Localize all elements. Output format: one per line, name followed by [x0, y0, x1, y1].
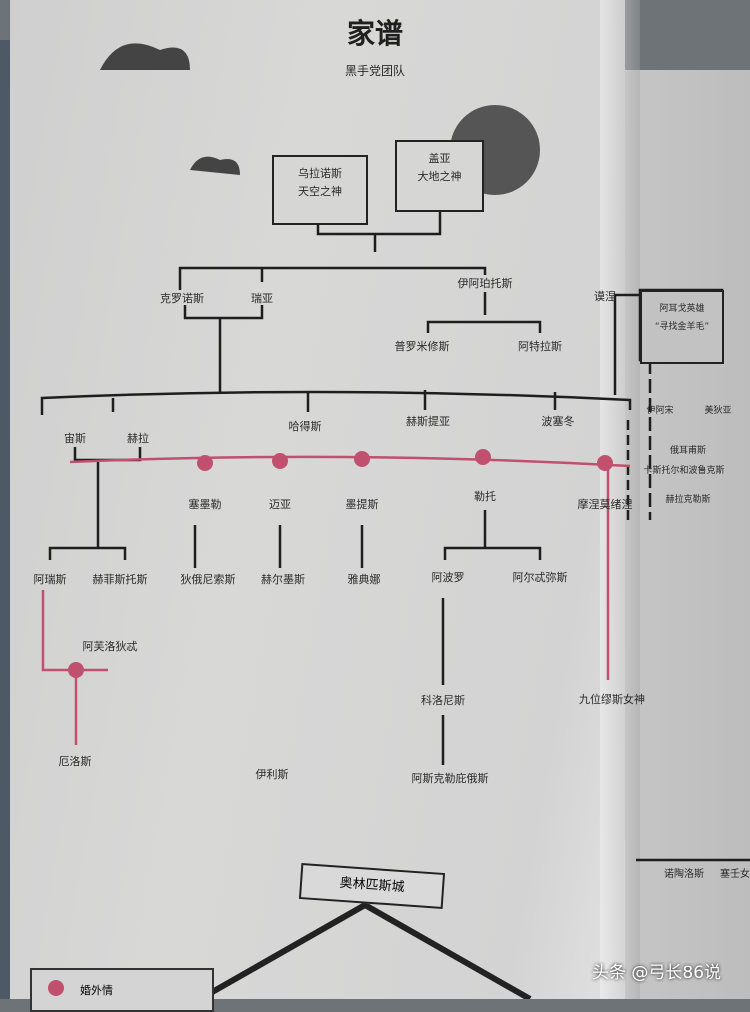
iris: 伊利斯: [255, 768, 289, 781]
orpheus: 俄耳甫斯: [669, 446, 707, 456]
hestia: 赫斯提亚: [406, 415, 450, 428]
minotaur: 诺陶洛斯: [664, 869, 704, 880]
artemis: 阿尔忒弥斯: [512, 571, 568, 584]
iapetus: 伊阿珀托斯: [457, 277, 513, 290]
affair-maia: 迈亚: [269, 498, 291, 511]
hera: 赫拉: [127, 432, 149, 445]
argonauts-subtitle: “寻找金羊毛”: [654, 322, 710, 332]
prometheus: 普罗米修斯: [394, 340, 450, 353]
affair-leto: 勒托: [474, 490, 496, 503]
argonauts-name: 阿耳戈英雄: [659, 304, 705, 314]
right-page: [620, 70, 750, 999]
gaia-title: 大地之神: [417, 170, 462, 183]
cronus: 克罗诺斯: [160, 292, 204, 305]
zeus: 宙斯: [64, 432, 86, 445]
affair-icon: [48, 980, 64, 996]
watermark: 头条 @弓长86说: [592, 963, 722, 983]
athena: 雅典娜: [347, 573, 381, 586]
dionysus: 狄俄尼索斯: [180, 573, 236, 586]
page-title: 家谱: [346, 17, 404, 50]
page-subtitle: 黑手党团队: [344, 64, 406, 78]
book-spine: [600, 0, 640, 999]
ares: 阿瑞斯: [33, 573, 67, 586]
uranus-name: 乌拉诺斯: [298, 167, 342, 180]
hermes: 赫尔墨斯: [261, 573, 305, 586]
gaia-name: 盖亚: [428, 152, 451, 165]
siren: 塞壬女: [720, 869, 750, 880]
poseidon: 波塞冬: [541, 415, 575, 428]
apollo: 阿波罗: [431, 571, 465, 584]
affair-mnemosyne: 摩涅莫绪涅: [577, 498, 633, 511]
argonauts-box: 阿耳戈英雄 “寻找金羊毛”: [640, 290, 724, 364]
muses: 九位缪斯女神: [579, 693, 645, 706]
heracles: 赫拉克勒斯: [665, 495, 711, 505]
affair-metis: 墨提斯: [345, 498, 379, 511]
hades: 哈得斯: [288, 420, 322, 433]
legend: 婚外情: [30, 968, 214, 1012]
legend-affair-label: 婚外情: [80, 984, 113, 997]
coronis: 科洛尼斯: [421, 694, 465, 707]
affair-semele: 塞墨勒: [188, 498, 222, 511]
uranus-title: 天空之神: [298, 185, 342, 198]
atlas: 阿特拉斯: [518, 340, 562, 353]
mnemosyne-top: 谟涅: [594, 290, 616, 303]
medea: 美狄亚: [704, 406, 732, 416]
aphrodite: 阿芙洛狄忒: [82, 640, 138, 653]
eros: 厄洛斯: [58, 755, 92, 768]
jason: 伊阿宋: [646, 406, 674, 416]
castor-pollux: 卡斯托尔和波鲁克斯: [643, 466, 725, 476]
hephaestus: 赫菲斯托斯: [92, 573, 148, 586]
gaia-box: 盖亚大地之神: [395, 140, 484, 212]
rhea: 瑞亚: [251, 292, 273, 305]
uranus-box: 乌拉诺斯天空之神: [272, 155, 368, 225]
asclepius: 阿斯克勒庇俄斯: [411, 772, 489, 785]
